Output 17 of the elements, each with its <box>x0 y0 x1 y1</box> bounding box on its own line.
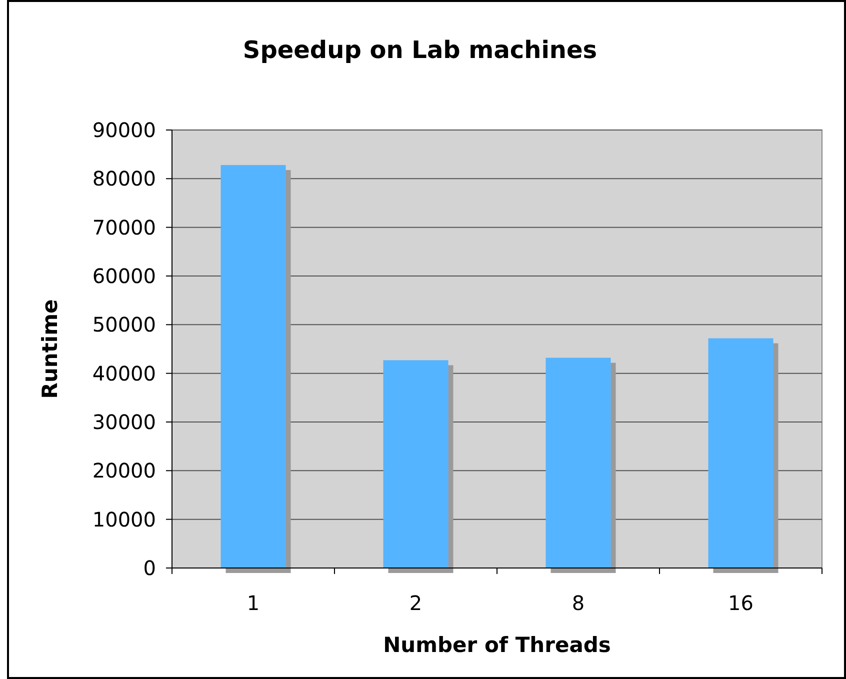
tick-label: 50000 <box>92 312 156 337</box>
tick-label: 16 <box>728 591 754 615</box>
chart-title: Speedup on Lab machines <box>242 36 598 64</box>
tick-label: 10000 <box>92 507 156 532</box>
axis-title: Number of Threads <box>383 633 611 657</box>
tick-label: 0 <box>143 556 156 580</box>
tick-label: 2 <box>409 591 422 615</box>
tick-label: 40000 <box>92 361 156 386</box>
tick-label: 1 <box>246 591 260 615</box>
tick-label: 70000 <box>92 215 156 240</box>
axis-title: Runtime <box>38 299 62 399</box>
tick-label: 20000 <box>92 458 156 483</box>
tick-label: 8 <box>572 591 585 615</box>
tick-label: 90000 <box>92 118 156 142</box>
tick-label: 80000 <box>92 166 156 191</box>
tick-label: 60000 <box>92 264 156 288</box>
tick-label: 30000 <box>92 410 156 434</box>
